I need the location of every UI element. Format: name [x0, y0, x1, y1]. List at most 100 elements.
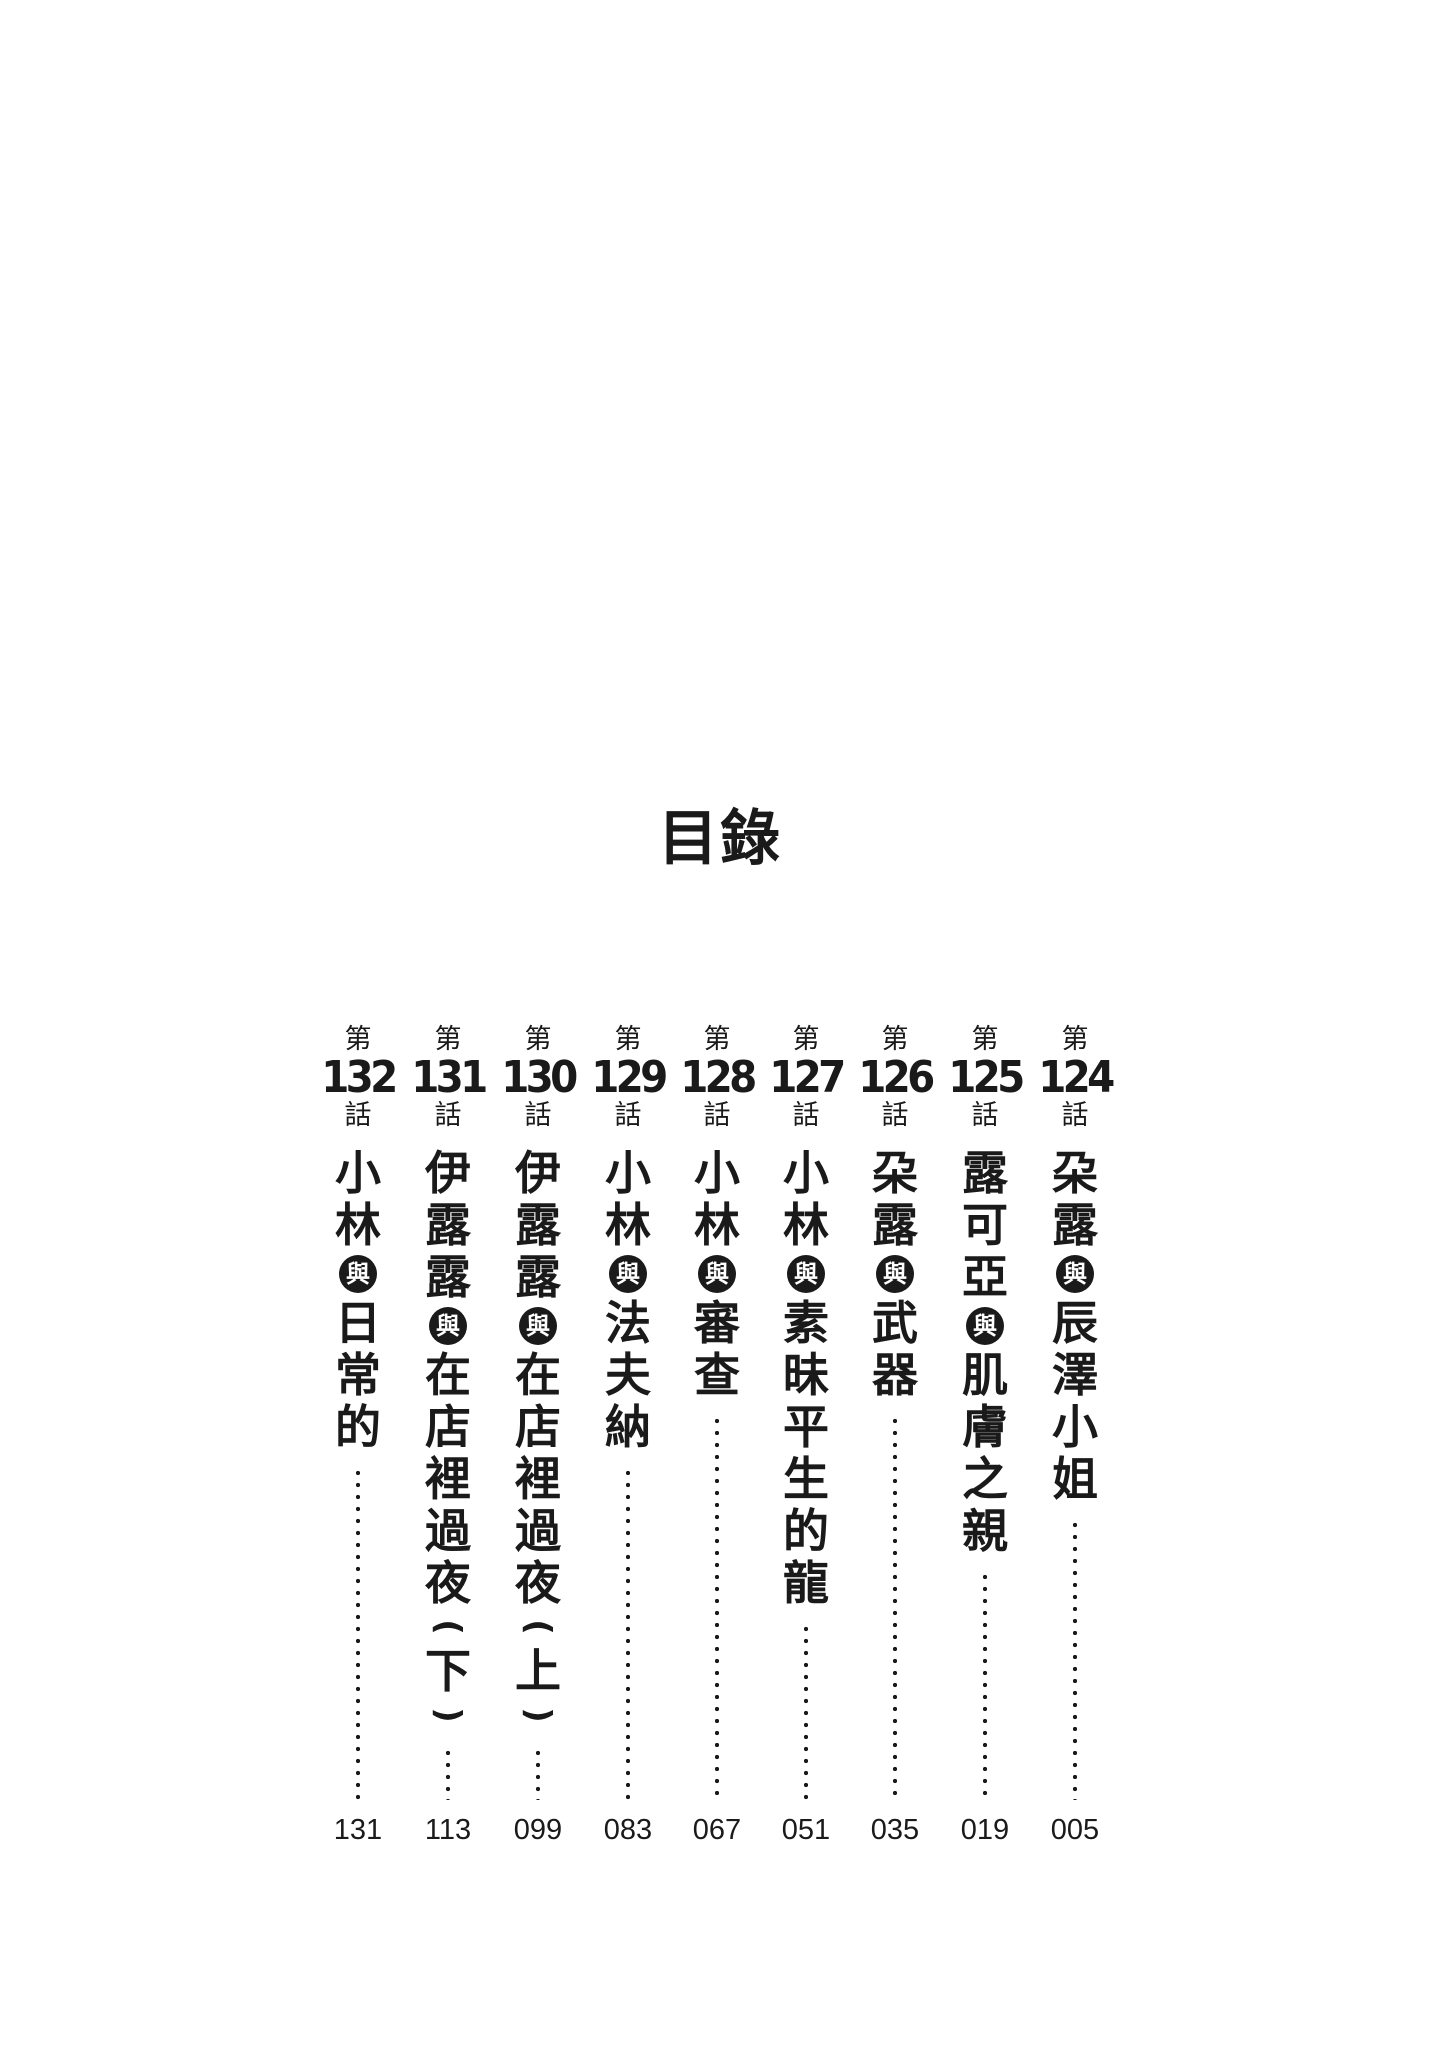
title-char: 龍	[783, 1556, 829, 1610]
chapter-title: 小林與素昧平生的龍	[780, 1147, 832, 1609]
title-char: 親	[962, 1504, 1008, 1558]
page-number[interactable]: 083	[603, 1814, 653, 1846]
chapter-prefix: 第	[434, 1024, 462, 1055]
title-char: 素	[783, 1296, 829, 1350]
title-char: 澤	[1052, 1348, 1098, 1402]
title-char: 納	[605, 1400, 651, 1454]
chapter-suffix: 話	[703, 1100, 731, 1131]
title-char: 小	[335, 1146, 381, 1200]
title-char: 的	[335, 1400, 381, 1454]
title-char: 小	[783, 1146, 829, 1200]
title-char: 露	[1052, 1198, 1098, 1252]
title-char: 過	[425, 1504, 471, 1558]
title-char: 露	[425, 1250, 471, 1304]
title-char: 林	[694, 1198, 740, 1252]
connector-badge: 與	[609, 1255, 647, 1293]
chapter-suffix: 話	[524, 1100, 552, 1131]
page-number[interactable]: 067	[692, 1814, 742, 1846]
connector-badge: 與	[429, 1307, 467, 1345]
title-char: 小	[1052, 1400, 1098, 1454]
title-char: 可	[962, 1198, 1008, 1252]
title-char: 夜	[515, 1556, 561, 1610]
dot-leader	[804, 1623, 808, 1800]
close-paren: )	[518, 1707, 558, 1723]
title-char: 裡	[425, 1452, 471, 1506]
title-char: 生	[783, 1452, 829, 1506]
page-number[interactable]: 113	[424, 1814, 472, 1846]
open-paren: (	[518, 1619, 558, 1635]
title-char: 伊	[515, 1146, 561, 1200]
title-char: 過	[515, 1504, 561, 1558]
chapter-prefix: 第	[792, 1024, 820, 1055]
connector-badge: 與	[698, 1255, 736, 1293]
connector-badge: 與	[876, 1255, 914, 1293]
connector-badge: 與	[966, 1307, 1004, 1345]
title-char: 器	[872, 1348, 918, 1402]
dot-leader	[626, 1467, 630, 1800]
page-number[interactable]: 131	[333, 1814, 383, 1846]
connector-badge: 與	[787, 1255, 825, 1293]
page-number[interactable]: 051	[781, 1814, 831, 1846]
title-char: 常	[335, 1348, 381, 1402]
title-char: 店	[425, 1400, 471, 1454]
connector-badge: 與	[1056, 1255, 1094, 1293]
chapter-number: 131	[411, 1052, 488, 1103]
chapter-number: 128	[680, 1052, 757, 1103]
page-number[interactable]: 019	[960, 1814, 1010, 1846]
chapter-suffix: 話	[344, 1100, 372, 1131]
title-char: 小	[694, 1146, 740, 1200]
page-number[interactable]: 035	[870, 1814, 920, 1846]
chapter-prefix: 第	[971, 1024, 999, 1055]
chapter-number: 124	[1038, 1052, 1115, 1103]
chapter-suffix: 話	[614, 1100, 642, 1131]
connector-badge: 與	[519, 1307, 557, 1345]
title-char: 的	[783, 1504, 829, 1558]
title-char: 朶	[872, 1146, 918, 1200]
title-char: 法	[605, 1296, 651, 1350]
open-paren: (	[428, 1619, 468, 1635]
title-char: 肌	[962, 1348, 1008, 1402]
title-char: 昧	[783, 1348, 829, 1402]
page-number[interactable]: 099	[513, 1814, 563, 1846]
title-char: 裡	[515, 1452, 561, 1506]
title-char: 林	[605, 1198, 651, 1252]
title-char: 林	[335, 1198, 381, 1252]
page-number[interactable]: 005	[1050, 1814, 1100, 1846]
page-title: 目錄	[658, 804, 782, 874]
title-char: 辰	[1052, 1296, 1098, 1350]
title-char: 露	[515, 1198, 561, 1252]
chapter-suffix: 話	[881, 1100, 909, 1131]
dot-leader	[1073, 1519, 1077, 1800]
chapter-number: 130	[501, 1052, 578, 1103]
chapter-title: 露可亞與肌膚之親	[959, 1147, 1011, 1557]
title-char: 姐	[1052, 1452, 1098, 1506]
chapter-number: 125	[948, 1052, 1025, 1103]
chapter-prefix: 第	[881, 1024, 909, 1055]
title-suffix: 下	[425, 1644, 471, 1698]
title-char: 小	[605, 1146, 651, 1200]
dot-leader	[983, 1571, 987, 1800]
chapter-prefix: 第	[1061, 1024, 1089, 1055]
title-char: 露	[872, 1198, 918, 1252]
chapter-title: 小林與審查	[691, 1147, 743, 1401]
chapter-suffix: 話	[971, 1100, 999, 1131]
chapter-title: 伊露露與在店裡過夜(下)	[422, 1147, 474, 1733]
chapter-prefix: 第	[614, 1024, 642, 1055]
dot-leader	[356, 1467, 360, 1800]
title-char: 林	[783, 1198, 829, 1252]
close-paren: )	[428, 1707, 468, 1723]
chapter-title: 伊露露與在店裡過夜(上)	[512, 1147, 564, 1733]
chapter-prefix: 第	[524, 1024, 552, 1055]
connector-badge: 與	[339, 1255, 377, 1293]
chapter-title: 朶露與武器	[869, 1147, 921, 1401]
dot-leader	[536, 1747, 540, 1800]
